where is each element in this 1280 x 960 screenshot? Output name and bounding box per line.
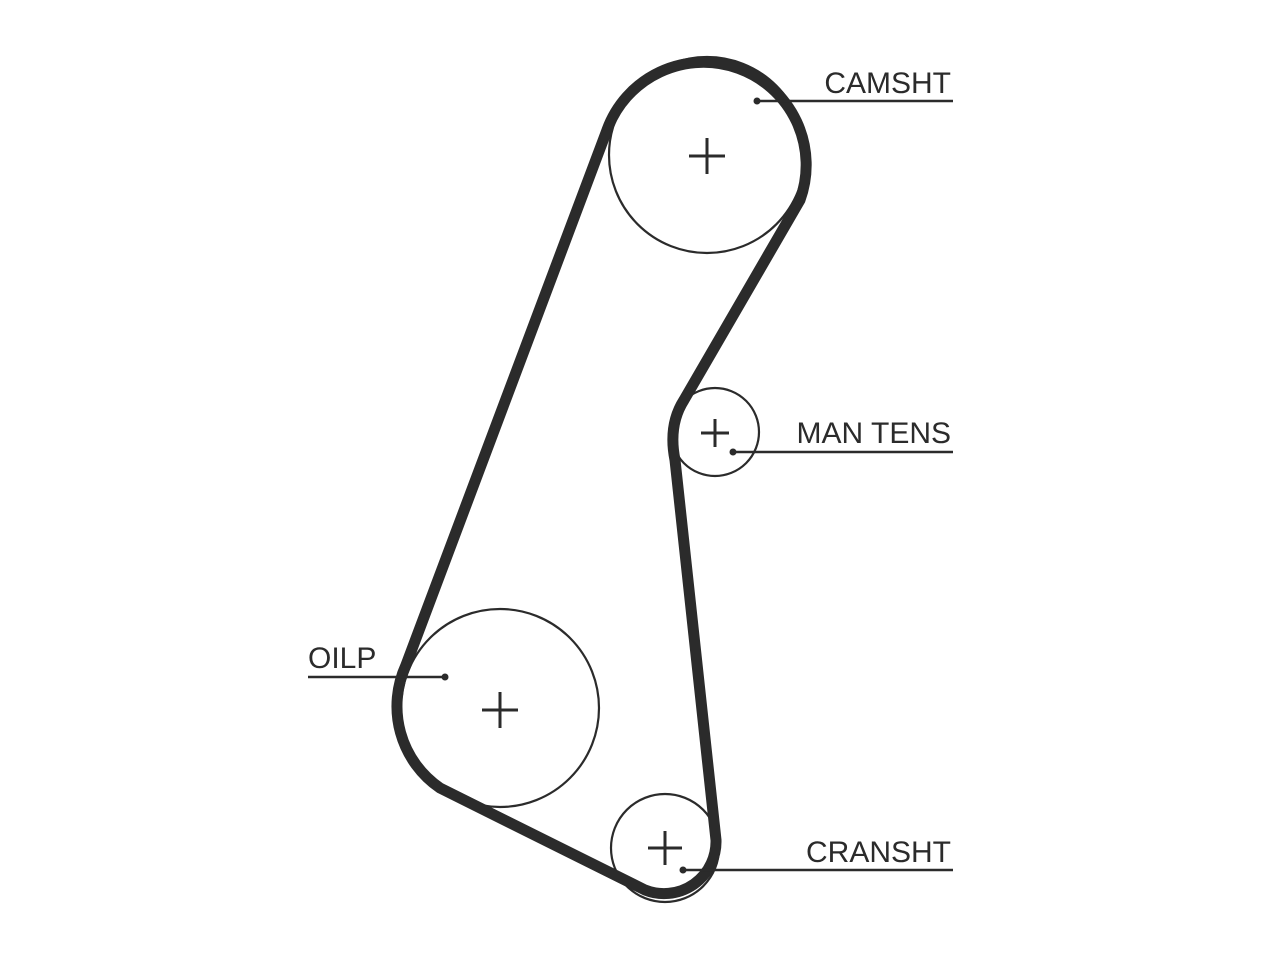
man-tensioner-leader <box>729 448 953 456</box>
crankshaft-label: CRANSHT <box>806 836 951 869</box>
camshaft-label: CAMSHT <box>824 67 951 100</box>
crankshaft-leader <box>679 866 953 874</box>
crankshaft-center-mark <box>648 831 682 865</box>
camshaft-center-mark <box>689 138 725 174</box>
camshaft-leader <box>753 97 953 105</box>
timing-belt <box>391 56 812 900</box>
oil-pump-label: OILP <box>308 642 376 675</box>
oil-pump-center-mark <box>482 692 518 728</box>
man-tensioner-center-mark <box>701 419 729 447</box>
man-tensioner-label: MAN TENS <box>797 417 951 450</box>
oil-pump-leader <box>308 673 449 681</box>
